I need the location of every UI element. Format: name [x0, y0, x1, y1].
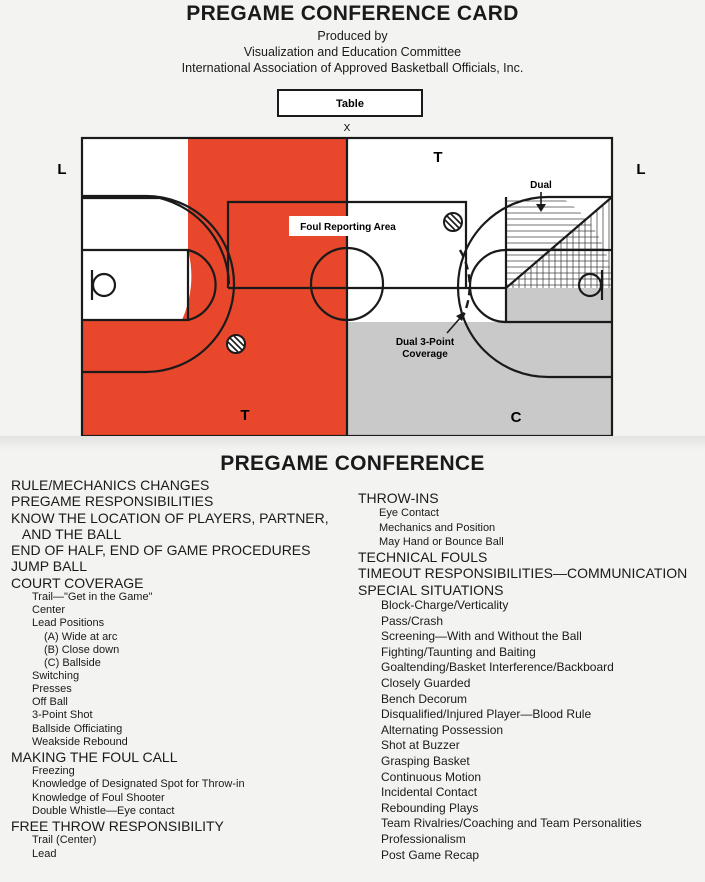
checklist-item: Goaltending/Basket Interference/Backboar… [381, 660, 614, 675]
checklist-item: Switching [32, 669, 80, 682]
foul-reporting-box [226, 200, 468, 288]
left-basket-rim [91, 272, 117, 298]
checklist-item: Disqualified/Injured Player—Blood Rule [381, 707, 592, 722]
checklist-item: 3-Point Shot [32, 709, 93, 722]
left-three-point-arc [82, 194, 236, 374]
checklist-item: TIMEOUT RESPONSIBILITIES—COMMUNICATION [358, 565, 688, 582]
checklist-item: Continuous Motion [381, 769, 482, 784]
table-label: Table [336, 98, 364, 110]
checklist-item: Alternating Possession [381, 722, 504, 737]
checklist-item: END OF HALF, END OF GAME PROCEDURES [11, 542, 311, 559]
table-box [277, 89, 423, 117]
left-upper-arc [82, 196, 231, 285]
checklist-item: Ballside Officiating [32, 722, 123, 735]
checklist-item: Off Ball [32, 696, 68, 709]
checklist-item: Bench Decorum [381, 691, 468, 706]
ball-icon-left [226, 334, 246, 354]
dual-label: Dual [530, 180, 552, 191]
produced-by: Produced by [317, 29, 388, 43]
checklist-item: Trail (Center) [32, 834, 97, 847]
checklist-item: COURT COVERAGE [11, 574, 144, 591]
checklist-item: Professionalism [381, 831, 466, 846]
checklist-item: FREE THROW RESPONSIBILITY [11, 818, 224, 835]
checklist-item: Shot at Buzzer [381, 738, 460, 753]
checklist-item: (C) Ballside [44, 656, 101, 669]
dual-diagonal [505, 196, 613, 289]
checklist-item: Double Whistle—Eye contact [32, 804, 175, 817]
checklist-item: Pass/Crash [381, 613, 444, 628]
checklist-item: Block-Charge/Verticality [381, 598, 509, 613]
checklist-item: Screening—With and Without the Ball [381, 629, 582, 644]
checklist-item: Knowledge of Designated Spot for Throw-i… [32, 778, 245, 791]
trail-label-top: T [433, 149, 442, 166]
lead-gray-zone [506, 288, 612, 322]
checklist-item: Knowledge of Foul Shooter [32, 791, 165, 804]
checklist-item: Lead [32, 847, 57, 860]
checklist-item: RULE/MECHANICS CHANGES [11, 477, 210, 493]
checklist-item: Mechanics and Position [379, 521, 496, 534]
checklist-item: THROW-INS [358, 490, 439, 506]
center-zone [347, 322, 612, 436]
center-circle [309, 246, 385, 322]
checklist-item: Eye Contact [379, 507, 439, 520]
checklist-item: TECHNICAL FOULS [358, 549, 488, 566]
court-diagram: Table X L L T T C Dual Foul Reporting Ar… [57, 89, 646, 438]
foul-area-label-bg [289, 216, 407, 236]
left-ft-circle [187, 248, 217, 322]
checklist-item: AND THE BALL [11, 525, 122, 542]
dual-3pt-label-line2: Coverage [402, 349, 448, 360]
foul-reporting-area-label: Foul Reporting Area [300, 222, 396, 233]
table-x-mark: X [344, 123, 351, 134]
conference-title: PREGAME CONFERENCE [220, 452, 485, 475]
checklist-item: Trail—"Get in the Game" [32, 591, 153, 604]
checklist-item: Post Game Recap [381, 847, 480, 862]
right-basket-rim [577, 272, 603, 298]
checklist-item: MAKING THE FOUL CALL [11, 748, 178, 765]
left-lane [82, 248, 190, 322]
association-name: International Association of Approved Ba… [181, 61, 524, 75]
center-label: C [511, 409, 522, 426]
right-lane [504, 248, 612, 324]
checklist-item: (A) Wide at arc [44, 630, 118, 643]
checklist-item: PREGAME RESPONSIBILITIES [11, 493, 214, 510]
checklist-item: Presses [32, 682, 72, 695]
committee-name: Visualization and Education Committee [243, 45, 462, 59]
checklist-item: (B) Close down [44, 643, 120, 656]
card-title: PREGAME CONFERENCE CARD [186, 2, 519, 25]
checklist-item: Grasping Basket [381, 754, 470, 769]
checklist-item: Team Rivalries/Coaching and Team Persona… [381, 816, 642, 831]
checklist-item: Center [32, 604, 66, 617]
checklist-item: Fighting/Taunting and Baiting [381, 644, 536, 659]
lead-label-left: L [57, 161, 66, 178]
dual-3pt-label-line1: Dual 3-Point [396, 337, 455, 348]
card-fold [0, 436, 705, 450]
dual-arrow-icon [536, 192, 546, 212]
dual-3pt-dashed-arc [458, 249, 471, 323]
trail-label-bottom: T [240, 407, 249, 424]
checklist-item: Freezing [32, 765, 75, 778]
right-three-point-arc [456, 195, 612, 379]
checklist-item: Incidental Contact [381, 785, 478, 800]
dual-3pt-arrow-icon [446, 312, 464, 334]
ball-icon-right [443, 212, 463, 232]
checklist-item: Weakside Rebound [32, 735, 128, 748]
checklist-item: SPECIAL SITUATIONS [358, 581, 504, 598]
checklist-item: JUMP BALL [11, 558, 87, 575]
checklist-item: Lead Positions [32, 617, 105, 630]
checklist-item: May Hand or Bounce Ball [379, 535, 504, 548]
right-ft-circle [468, 248, 507, 324]
checklist-item: Closely Guarded [381, 676, 471, 691]
checklist-item: Rebounding Plays [381, 800, 479, 815]
checklist-item: KNOW THE LOCATION OF PLAYERS, PARTNER, [11, 509, 329, 526]
lead-label-right: L [636, 161, 645, 178]
